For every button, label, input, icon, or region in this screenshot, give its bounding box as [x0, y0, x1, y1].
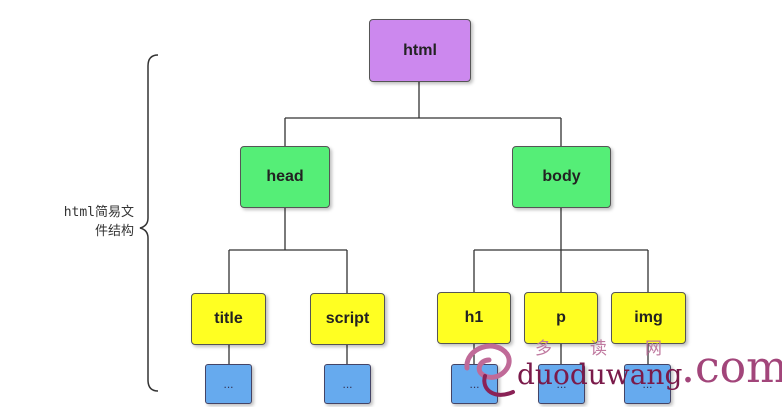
node-title: title — [191, 293, 266, 345]
side-label-line1: html简易文 — [63, 205, 134, 220]
side-label-line2: 件结构 — [94, 224, 134, 239]
node-p: p — [524, 292, 598, 344]
side-brace — [139, 54, 159, 392]
leaf-p: ... — [538, 364, 585, 404]
side-label: html简易文 件结构 — [42, 203, 134, 241]
leaf-script: ... — [324, 364, 371, 404]
node-script: script — [310, 293, 385, 345]
node-head: head — [240, 146, 330, 208]
node-body: body — [512, 146, 611, 208]
node-h1: h1 — [437, 292, 511, 344]
leaf-img: ... — [624, 364, 671, 404]
node-img: img — [611, 292, 686, 344]
leaf-title: ... — [205, 364, 252, 404]
node-html: html — [369, 19, 471, 82]
leaf-h1: ... — [451, 364, 498, 404]
